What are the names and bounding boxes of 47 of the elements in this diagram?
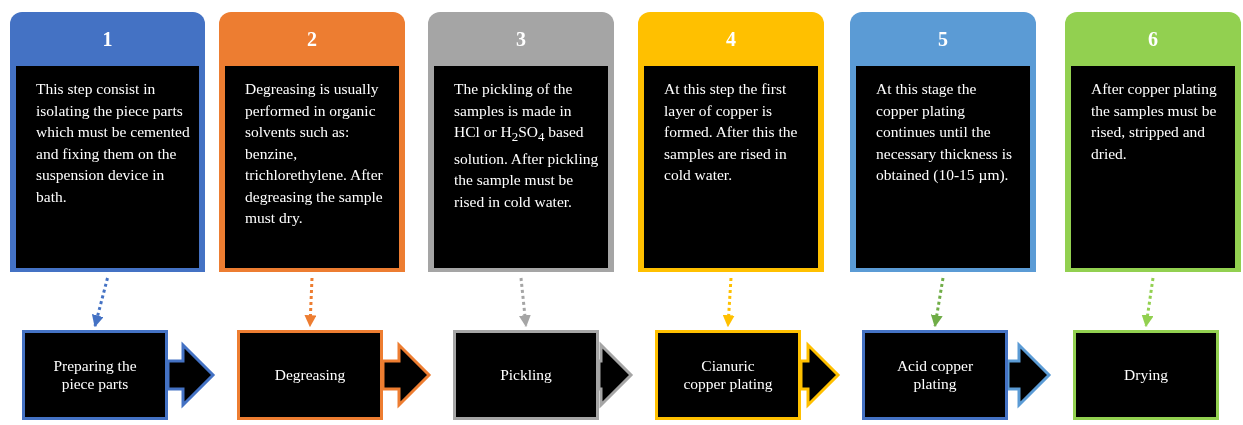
block-arrow <box>166 341 216 409</box>
process-label: Degreasing <box>274 366 346 384</box>
dotted-arrow <box>518 277 531 328</box>
dotted-arrow <box>1141 277 1155 328</box>
block-arrow <box>381 341 432 409</box>
step-description: At this stage the copper plating continues until the necessary thickness is obtained (10-15 µm). <box>875 79 1014 185</box>
step-description: The pickling of the samples is made in HCl or H$_{2}$SO$_{4}$ based solution. After pickling the sample must be rised in cold water. <box>453 79 600 212</box>
block-arrow <box>597 341 634 409</box>
step-card <box>850 12 1036 272</box>
step-card <box>1065 12 1241 272</box>
step-number: 4 <box>725 28 737 51</box>
dotted-arrow <box>91 277 109 328</box>
process-label: Preparing the piece parts <box>52 357 138 393</box>
step-card <box>428 12 614 272</box>
step-number: 1 <box>101 28 114 51</box>
process-box <box>22 330 168 420</box>
description-box <box>16 66 199 268</box>
description-box <box>225 66 399 268</box>
step-description: After copper plating the samples must be rised, stripped and dried. <box>1090 79 1218 164</box>
process-label: Drying <box>1124 366 1168 384</box>
process-box <box>237 330 383 420</box>
process-label: Cianuric copper plating <box>683 357 773 393</box>
description-box <box>644 66 818 268</box>
block-arrow <box>799 341 841 409</box>
dotted-arrow <box>930 277 945 328</box>
process-box <box>862 330 1008 420</box>
process-box <box>1073 330 1219 420</box>
process-label: Acid copper plating <box>895 357 975 393</box>
description-box <box>856 66 1030 268</box>
step-number: 6 <box>1147 28 1159 51</box>
step-description: Degreasing is usually performed in organic solvents such as: benzine, trichlorethylene. After degreasing the sample must dry. <box>244 79 384 228</box>
step-card <box>638 12 824 272</box>
step-number: 3 <box>515 28 527 51</box>
description-box <box>434 66 608 268</box>
process-box <box>453 330 599 420</box>
step-card <box>10 12 205 272</box>
step-card <box>219 12 405 272</box>
dotted-arrow <box>304 277 317 328</box>
step-number: 2 <box>306 28 318 51</box>
block-arrow <box>1006 341 1052 409</box>
description-box <box>1071 66 1235 268</box>
step-description: This step consist in isolating the piece parts which must be cemented and fixing them on the suspension device in bath. <box>35 79 191 207</box>
step-number: 5 <box>937 28 949 51</box>
process-label: Pickling <box>500 366 552 384</box>
dotted-arrow <box>722 277 735 328</box>
step-description: At this step the first layer of copper is formed. After this the samples are rised in cold water. <box>663 79 799 185</box>
process-box <box>655 330 801 420</box>
